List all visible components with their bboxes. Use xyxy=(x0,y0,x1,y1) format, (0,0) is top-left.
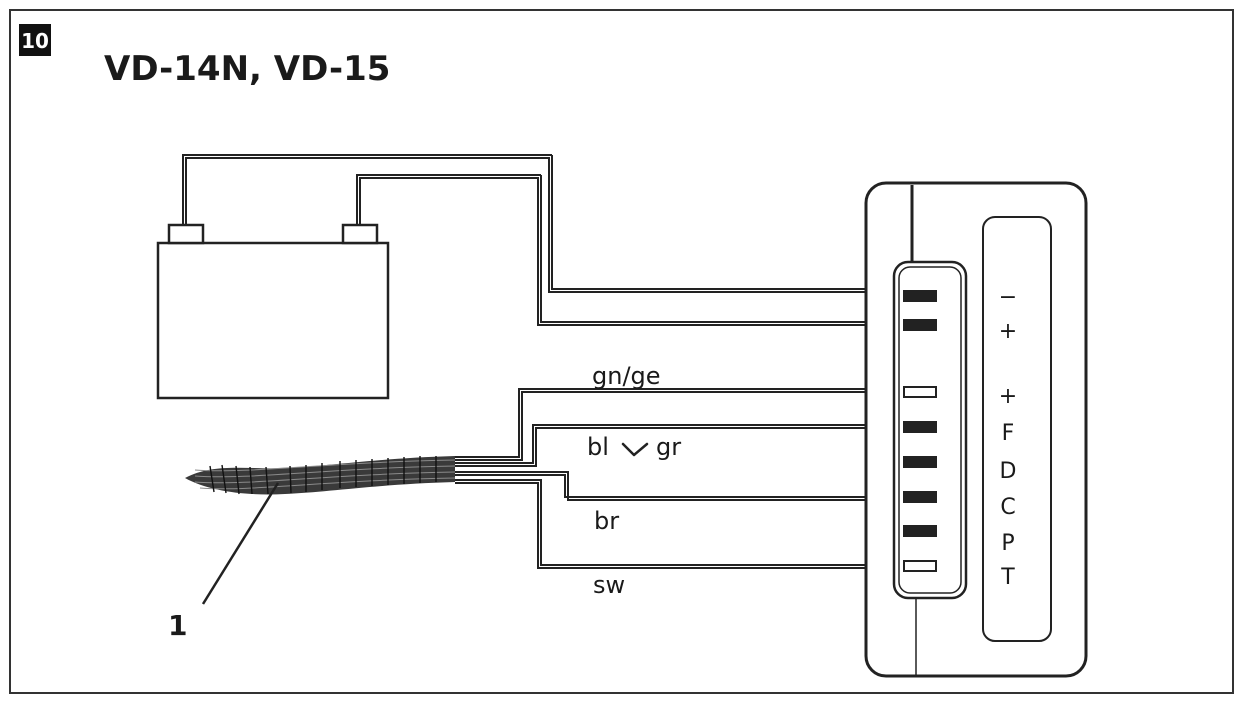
figure-number-badge: 10 xyxy=(19,24,51,56)
terminal-pin xyxy=(903,290,937,302)
terminal-label: + xyxy=(999,319,1017,344)
terminal-label: C xyxy=(1000,495,1015,520)
battery-icon xyxy=(156,223,390,400)
terminal-pin xyxy=(903,525,937,537)
wire-label-gr: gr xyxy=(656,433,681,461)
wire-label-sw: sw xyxy=(593,571,625,599)
terminal-label: P xyxy=(1001,531,1014,556)
callout-leader xyxy=(201,482,280,605)
terminal-pin xyxy=(903,491,937,503)
terminal-pins xyxy=(903,290,937,572)
terminal-label: D xyxy=(1000,459,1017,484)
page-title: VD-14N, VD-15 xyxy=(104,49,390,89)
terminal-label: F xyxy=(1002,421,1015,446)
terminal-pin xyxy=(903,421,937,433)
wire-label-bl: bl xyxy=(587,433,609,461)
terminal-pin xyxy=(903,319,937,331)
terminal-label: − xyxy=(999,285,1017,310)
battery-wires xyxy=(182,154,910,326)
terminal-pin xyxy=(903,386,937,398)
terminal-label: + xyxy=(999,384,1017,409)
chevron-down-icon xyxy=(621,442,649,457)
figure-border xyxy=(9,9,1234,694)
wire-label-gn-ge: gn/ge xyxy=(592,362,661,390)
callout-number: 1 xyxy=(168,609,187,642)
signal-wires xyxy=(455,388,910,569)
terminal-pin xyxy=(903,456,937,468)
wire-label-br: br xyxy=(594,507,619,535)
terminal-pin xyxy=(903,560,937,572)
terminal-label: T xyxy=(1000,565,1015,590)
figure-number: 10 xyxy=(21,29,49,53)
cable-bundle xyxy=(185,456,456,495)
